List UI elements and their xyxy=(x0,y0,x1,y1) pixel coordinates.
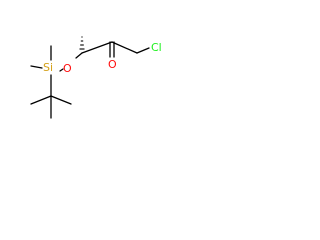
silicon-label: Si xyxy=(43,61,53,74)
bond-ch2-to-cl xyxy=(136,47,150,54)
hashed-wedge-bond xyxy=(79,36,85,50)
bond-carbonyl-c-to-ch2 xyxy=(111,41,138,54)
bond-tbutyl-branch-left xyxy=(30,95,52,105)
bond-tbutyl-branch-right xyxy=(50,95,72,105)
ether-oxygen-label: O xyxy=(63,62,72,75)
bond-chiral-c-to-ether-o xyxy=(75,52,83,59)
molecule-structure: O O Si Cl xyxy=(30,36,162,119)
bond-si-methyl-left xyxy=(30,65,43,69)
bond-ether-o-to-si xyxy=(59,68,64,72)
bond-chiral-c-to-carbonyl-c xyxy=(81,41,113,54)
carbonyl-oxygen-label: O xyxy=(108,58,117,71)
chlorine-label: Cl xyxy=(151,41,162,54)
